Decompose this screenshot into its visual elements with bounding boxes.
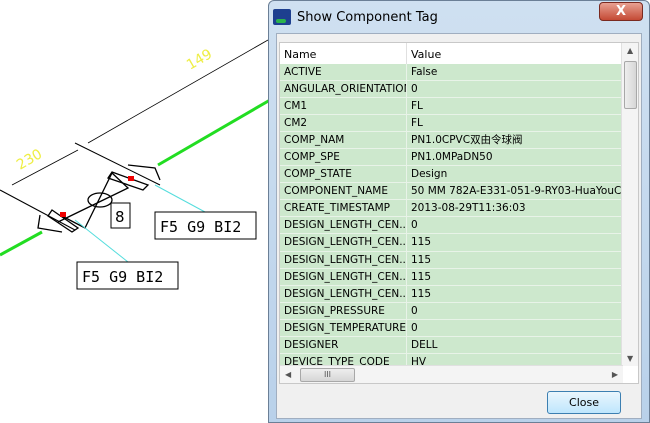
leader bbox=[74, 219, 129, 263]
cell-name: DESIGN_LENGTH_CEN... bbox=[280, 234, 407, 251]
close-button[interactable]: Close bbox=[547, 391, 621, 414]
table-row[interactable]: DESIGNER DELL bbox=[280, 336, 623, 354]
cell-value: HV bbox=[411, 355, 427, 368]
table-row[interactable]: COMP_SPE PN1.0MPaDN50 bbox=[280, 149, 623, 167]
table-row[interactable]: DESIGN_LENGTH_CEN... 0 bbox=[280, 217, 623, 235]
dim-line-149 bbox=[87, 39, 269, 144]
cell-value: FL bbox=[411, 100, 423, 113]
connection-point bbox=[60, 212, 66, 217]
cell-value: 0 bbox=[411, 321, 418, 334]
horizontal-scrollbar[interactable]: ◀ III ▶ bbox=[280, 365, 623, 383]
cad-drawing: 149 230 8 F5 G9 BI2 F5 G9 BI2 bbox=[0, 39, 270, 290]
cell-value: DELL bbox=[411, 338, 438, 351]
table-row[interactable]: CREATE_TIMESTAMP 2013-08-29T11:36:03 bbox=[280, 200, 623, 218]
cell-name: CM1 bbox=[280, 98, 407, 115]
cell-name: DESIGN_LENGTH_CEN... bbox=[280, 268, 407, 285]
title-bar[interactable]: Show Component Tag bbox=[273, 1, 649, 33]
scroll-down-icon[interactable]: ▼ bbox=[627, 354, 634, 363]
dim-text-230: 230 bbox=[14, 146, 45, 173]
cell-value: 50 MM 782A-E331-051-9-RY03-HuaYouCPVC bbox=[411, 185, 623, 198]
pipe-right bbox=[157, 98, 270, 167]
cell-value: 0 bbox=[411, 83, 418, 96]
balloon-label: 8 bbox=[115, 208, 125, 226]
table-row[interactable]: ANGULAR_ORIENTATION 0 bbox=[280, 81, 623, 99]
scroll-left-icon[interactable]: ◀ bbox=[285, 370, 292, 379]
cell-name: DEVICE_TYPE_CODE bbox=[280, 353, 407, 370]
cell-name: COMP_NAM bbox=[280, 132, 407, 149]
dim-text-149: 149 bbox=[184, 46, 215, 73]
valve-symbol bbox=[37, 164, 161, 233]
cell-value: FL bbox=[411, 117, 423, 130]
table-row[interactable]: DESIGN_TEMPERATURE 0 bbox=[280, 319, 623, 337]
cell-value: 2013-08-29T11:36:03 bbox=[411, 202, 526, 215]
table-row[interactable]: ACTIVE False bbox=[280, 64, 623, 82]
table-row[interactable]: DESIGN_LENGTH_CEN... 115 bbox=[280, 285, 623, 303]
show-component-tag-dialog: Show Component Tag X Name Value ACTIVE Fa… bbox=[268, 0, 650, 423]
cell-value: 115 bbox=[411, 287, 432, 300]
table-header: Name Value bbox=[280, 43, 623, 64]
table-row[interactable]: DESIGN_PRESSURE 0 bbox=[280, 302, 623, 320]
cell-value: 115 bbox=[411, 236, 432, 249]
cell-name: DESIGNER bbox=[280, 336, 407, 353]
scroll-up-icon[interactable]: ▲ bbox=[627, 46, 634, 55]
cell-value: 115 bbox=[411, 270, 432, 283]
cell-value: PN1.0CPVC双由令球阀 bbox=[411, 134, 523, 147]
column-header-name[interactable]: Name bbox=[280, 43, 407, 64]
column-header-value[interactable]: Value bbox=[411, 48, 442, 61]
connection-point bbox=[128, 176, 134, 181]
cell-value: PN1.0MPaDN50 bbox=[411, 151, 493, 164]
table-row[interactable]: DESIGN_LENGTH_CEN... 115 bbox=[280, 251, 623, 269]
cell-name: COMP_SPE bbox=[280, 149, 407, 166]
cell-name: COMPONENT_NAME bbox=[280, 183, 407, 200]
cell-name: CM2 bbox=[280, 115, 407, 132]
cell-name: DESIGN_PRESSURE bbox=[280, 302, 407, 319]
tag-label: F5 G9 BI2 bbox=[160, 218, 241, 236]
leader bbox=[154, 184, 206, 213]
cell-value: 115 bbox=[411, 253, 432, 266]
dialog-title: Show Component Tag bbox=[297, 9, 438, 25]
cell-name: ANGULAR_ORIENTATION bbox=[280, 81, 407, 98]
cell-name: CREATE_TIMESTAMP bbox=[280, 200, 407, 217]
cell-value: 0 bbox=[411, 304, 418, 317]
cell-name: DESIGN_TEMPERATURE bbox=[280, 319, 407, 336]
scroll-thumb[interactable] bbox=[624, 61, 637, 109]
dim-line-230 bbox=[11, 149, 79, 186]
table-row[interactable]: COMP_NAM PN1.0CPVC双由令球阀 bbox=[280, 132, 623, 150]
scroll-right-icon[interactable]: ▶ bbox=[611, 370, 618, 379]
close-icon[interactable]: X bbox=[599, 2, 643, 21]
app-logo-icon bbox=[273, 9, 291, 25]
table-row[interactable]: COMPONENT_NAME 50 MM 782A-E331-051-9-RY03… bbox=[280, 183, 623, 201]
cell-name: DESIGN_LENGTH_CEN... bbox=[280, 217, 407, 234]
table-row[interactable]: CM1 FL bbox=[280, 98, 623, 116]
table-row[interactable]: COMP_STATE Design bbox=[280, 166, 623, 184]
cell-value: 0 bbox=[411, 219, 418, 232]
table-row[interactable]: DESIGN_LENGTH_CEN... 115 bbox=[280, 234, 623, 252]
cell-name: ACTIVE bbox=[280, 64, 407, 81]
cell-name: DESIGN_LENGTH_CEN... bbox=[280, 251, 407, 268]
pipe-left bbox=[0, 230, 43, 257]
cell-value: Design bbox=[411, 168, 448, 181]
tag-label: F5 G9 BI2 bbox=[82, 268, 163, 286]
table-row[interactable]: DESIGN_LENGTH_CEN... 115 bbox=[280, 268, 623, 286]
cell-name: DESIGN_LENGTH_CEN... bbox=[280, 285, 407, 302]
cell-value: False bbox=[411, 66, 438, 78]
scroll-thumb[interactable]: III bbox=[300, 368, 355, 382]
vertical-scrollbar[interactable]: ▲ ▼ bbox=[621, 43, 638, 366]
table-row[interactable]: CM2 FL bbox=[280, 115, 623, 133]
cell-name: COMP_STATE bbox=[280, 166, 407, 183]
